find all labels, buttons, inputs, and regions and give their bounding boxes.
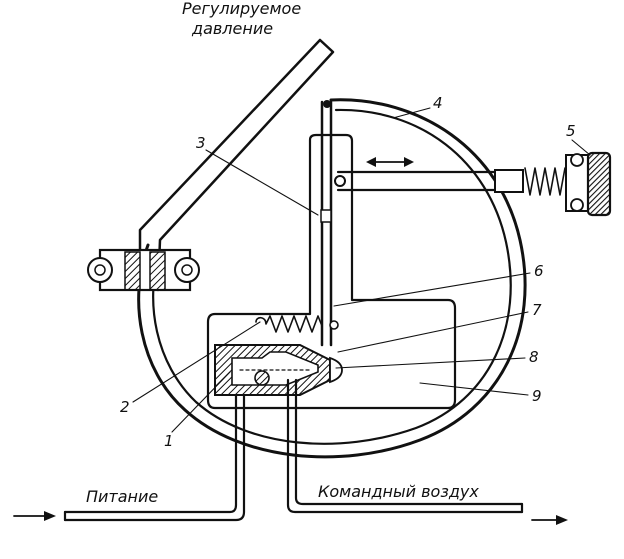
supply-label: Питание [86, 487, 158, 506]
callout-leaders [132, 107, 591, 433]
supply-pipe [63, 393, 238, 514]
regulated-pressure-label-line2: давление [191, 19, 273, 38]
regulated-pressure-label: Регулируемое [182, 0, 301, 18]
callout-8: 8 [529, 348, 539, 366]
knurled-knob-icon [586, 151, 612, 217]
spring-icon [524, 167, 571, 196]
callout-6: 6 [534, 262, 544, 280]
callout-2: 2 [120, 398, 130, 416]
command-air-label: Командный воздух [318, 482, 479, 501]
arrow-right-icon [531, 515, 568, 525]
relay-body [206, 133, 457, 410]
callout-3: 3 [196, 134, 206, 152]
callout-9: 9 [532, 387, 542, 405]
arrow-right-icon [13, 511, 56, 521]
spring-icon [255, 315, 323, 333]
regulated-pressure-tube [138, 38, 335, 292]
screw-hole-icon [87, 257, 113, 283]
callout-4: 4 [433, 94, 443, 112]
screw-hole-icon [174, 257, 200, 283]
command-air-pipe [286, 378, 524, 514]
bourdon-tube [137, 98, 527, 459]
callout-5: 5 [566, 122, 576, 140]
double-arrow-icon [366, 157, 414, 167]
mounting-bracket [87, 248, 200, 292]
callout-7: 7 [532, 301, 542, 319]
callout-1: 1 [164, 432, 174, 450]
